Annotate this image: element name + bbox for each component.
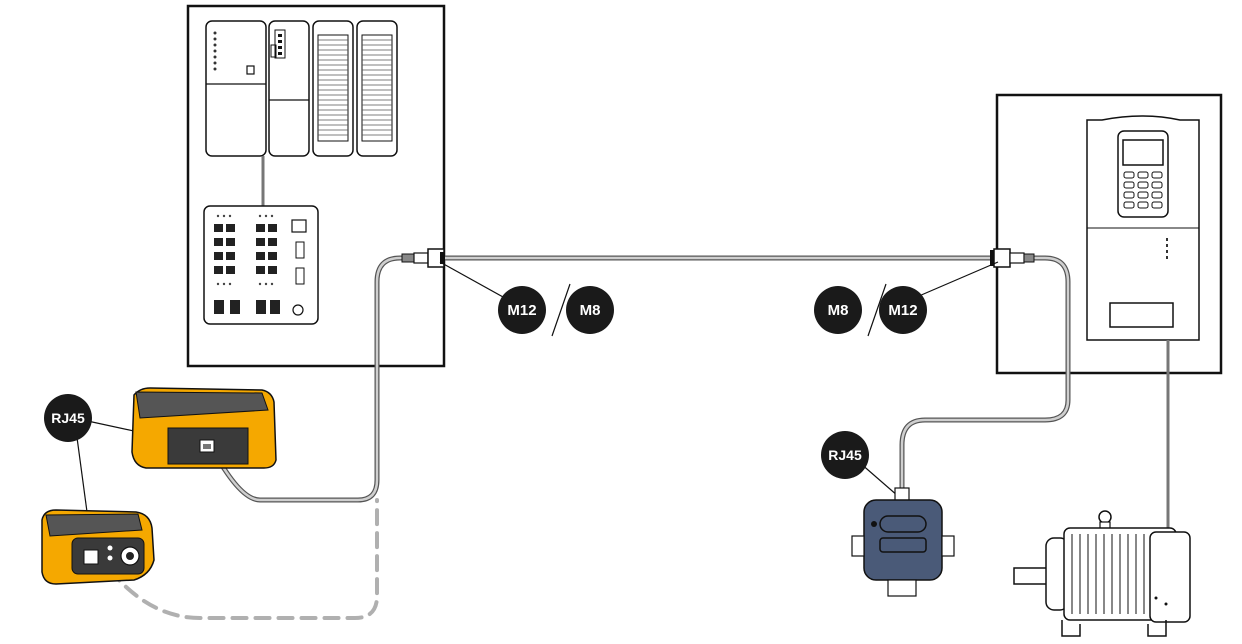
plc-rack-icon bbox=[205, 20, 398, 157]
svg-text:RJ45: RJ45 bbox=[828, 447, 862, 463]
network-tester-icon bbox=[131, 387, 277, 469]
left-control-cabinet bbox=[186, 4, 446, 368]
right-drive-cabinet bbox=[995, 93, 1223, 375]
svg-text:M8: M8 bbox=[828, 302, 849, 319]
badge-m8-left: M8 bbox=[566, 286, 614, 334]
svg-text:M12: M12 bbox=[507, 302, 536, 319]
svg-text:RJ45: RJ45 bbox=[51, 410, 85, 426]
svg-text:M8: M8 bbox=[580, 302, 601, 319]
motor-drive-icon bbox=[1086, 115, 1200, 341]
network-tester-alt-icon bbox=[41, 509, 155, 585]
network-cable bbox=[108, 255, 1071, 620]
rj45-adapter-icon bbox=[851, 487, 955, 597]
badge-m8-right: M8 bbox=[814, 286, 862, 334]
badge-m12-right: M12 bbox=[879, 286, 927, 334]
badge-rj45-adapter: RJ45 bbox=[821, 431, 869, 479]
badge-m12-left: M12 bbox=[498, 286, 546, 334]
motor-icon bbox=[1013, 510, 1191, 637]
m12-connector-right bbox=[990, 248, 1035, 268]
ethernet-switch-icon bbox=[203, 205, 319, 325]
svg-text:M12: M12 bbox=[888, 302, 917, 319]
badge-rj45-tester: RJ45 bbox=[44, 394, 92, 442]
